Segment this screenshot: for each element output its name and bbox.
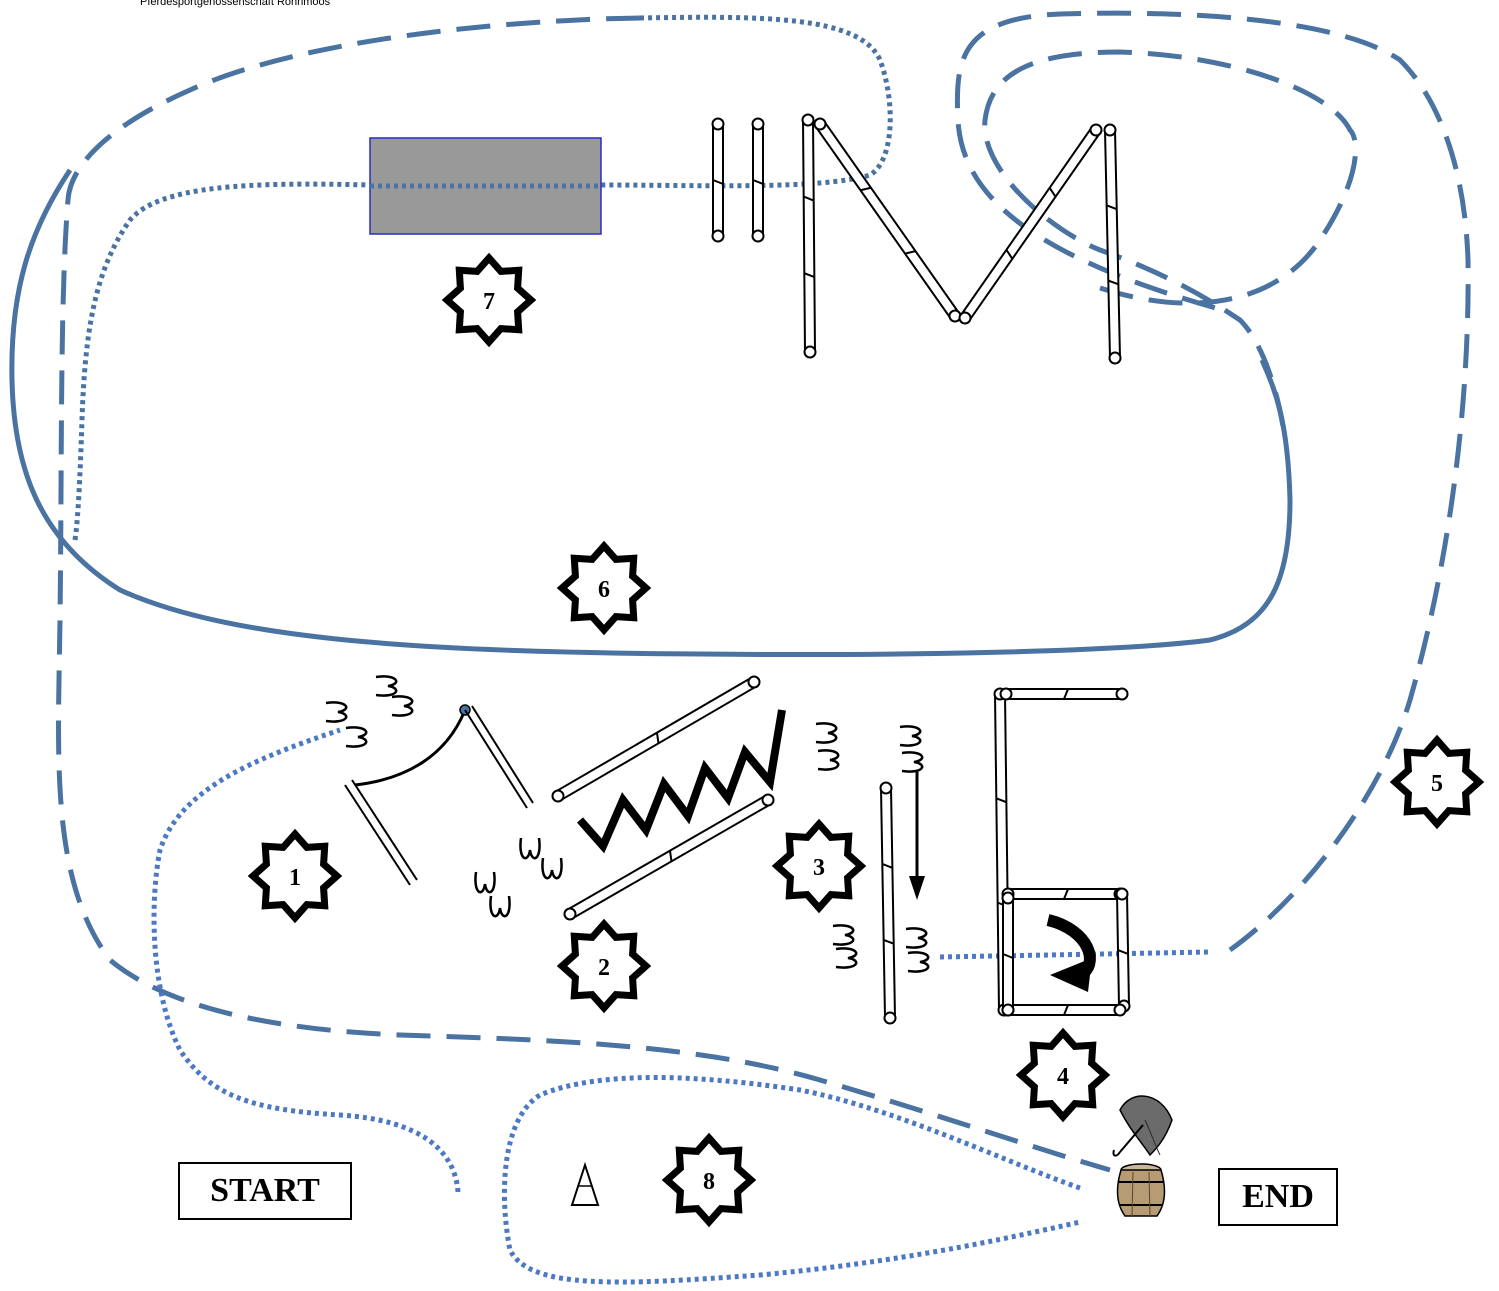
pole-13 bbox=[1115, 887, 1131, 1013]
hoofprint-icon bbox=[375, 675, 398, 697]
station-number: 1 bbox=[289, 865, 301, 891]
turn-arrow-icon bbox=[1046, 914, 1096, 992]
route-solid-loop bbox=[9, 168, 1293, 657]
hoofprint-icon bbox=[901, 751, 924, 773]
poles bbox=[551, 113, 1131, 1025]
station-marker-1: 1 bbox=[247, 828, 343, 924]
hoofprint-icon bbox=[391, 695, 414, 717]
station-number: 3 bbox=[813, 855, 825, 881]
station-number: 5 bbox=[1431, 771, 1443, 797]
hoofprint-icon bbox=[817, 749, 840, 771]
hoofprint-icon bbox=[907, 951, 930, 973]
hoofprint-icon bbox=[489, 895, 511, 918]
station-marker-5: 5 bbox=[1389, 734, 1485, 830]
pole-6 bbox=[1103, 123, 1122, 365]
header-text: Pferdesportgenossenschaft Rohrimoos bbox=[140, 0, 331, 8]
hoofprint-icon bbox=[325, 701, 348, 723]
pole-7 bbox=[551, 675, 761, 803]
pole-9 bbox=[879, 781, 897, 1025]
down-arrow-icon bbox=[909, 770, 925, 900]
station-marker-6: 6 bbox=[556, 540, 652, 636]
route-dotted-8 bbox=[501, 1075, 1081, 1285]
start-label: START bbox=[178, 1162, 352, 1220]
station-number: 2 bbox=[598, 955, 610, 981]
barrel-icon bbox=[1116, 1163, 1166, 1217]
pole-4 bbox=[813, 117, 962, 323]
routes bbox=[9, 10, 1471, 1285]
pole-11 bbox=[999, 687, 1129, 701]
umbrella-icon bbox=[1112, 1095, 1173, 1157]
pole-5 bbox=[958, 123, 1103, 325]
pole-12 bbox=[1001, 887, 1127, 901]
station-number: 4 bbox=[1057, 1064, 1069, 1090]
gate-obstacle bbox=[344, 704, 534, 886]
pole-8 bbox=[563, 793, 775, 921]
route-dotted-start bbox=[151, 727, 461, 1193]
station-marker-2: 2 bbox=[556, 918, 652, 1014]
hoofprint-icon bbox=[474, 871, 496, 894]
station-marker-7: 7 bbox=[441, 252, 537, 348]
hoofprint-icon bbox=[345, 726, 368, 748]
station-marker-8: 8 bbox=[661, 1132, 757, 1228]
route-dotted-top bbox=[72, 14, 893, 541]
station-number: 6 bbox=[598, 577, 610, 603]
cone-icon bbox=[570, 1161, 600, 1206]
hoofprint-icon bbox=[835, 947, 858, 969]
pole-3 bbox=[801, 113, 817, 359]
pole-14 bbox=[1001, 1003, 1127, 1017]
station-markers: 1 2 3 4 5 6 7 8 bbox=[247, 252, 1485, 1228]
zigzag-obstacle bbox=[577, 709, 786, 854]
hoofprint-icon bbox=[832, 924, 855, 946]
hoofprint-icon bbox=[905, 927, 928, 949]
route-dashed-outer bbox=[56, 15, 1111, 1173]
station-number: 7 bbox=[483, 289, 495, 315]
station-number: 8 bbox=[703, 1169, 715, 1195]
hoofprints bbox=[325, 675, 930, 973]
pole-2 bbox=[751, 117, 765, 243]
route-dashed-right bbox=[954, 10, 1471, 953]
route-dashed-inner bbox=[982, 49, 1359, 441]
end-label: END bbox=[1218, 1168, 1338, 1226]
hoofprint-icon bbox=[899, 725, 922, 747]
station-marker-4: 4 bbox=[1015, 1027, 1111, 1123]
pole-1 bbox=[711, 117, 725, 243]
pole-15 bbox=[1001, 891, 1015, 1017]
route-dotted-4 bbox=[939, 949, 1211, 960]
hoofprint-icon bbox=[519, 837, 541, 860]
station-marker-3: 3 bbox=[771, 818, 867, 914]
hoofprint-icon bbox=[815, 722, 838, 744]
hoofprint-icon bbox=[541, 857, 563, 880]
